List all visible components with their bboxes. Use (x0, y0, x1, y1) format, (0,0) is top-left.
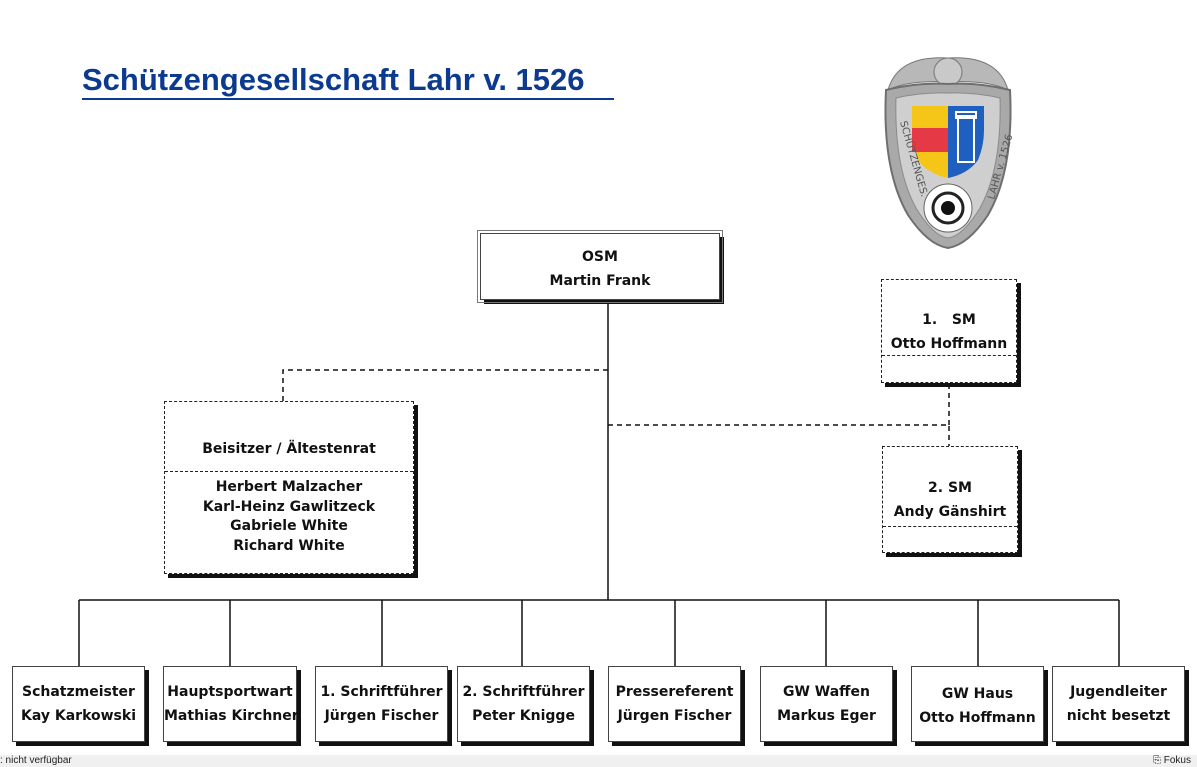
dashed-link-beisitzer (282, 369, 608, 401)
beisitzer-separator (165, 471, 413, 472)
office-box-hauptsportwart: Hauptsportwart Mathias Kirchner (163, 666, 299, 742)
office-role: GW Haus (941, 686, 1014, 702)
status-text: : nicht verfügbar (0, 755, 72, 766)
office-holder: nicht besetzt (1066, 708, 1171, 724)
sm2-role: 2. SM (928, 480, 972, 496)
page-title: Schützengesellschaft Lahr v. 1526 (82, 62, 614, 100)
beisitzer-member: Karl-Heinz Gawlitzeck (202, 498, 376, 515)
beisitzer-member: Herbert Malzacher (215, 479, 363, 495)
sm1-separator (882, 355, 1016, 356)
focus-icon: ⎘ (1152, 755, 1161, 766)
office-box-gw-haus: GW Haus Otto Hoffmann (911, 666, 1044, 742)
beisitzer-title: Beisitzer / Ältestenrat (202, 441, 376, 457)
office-role: GW Waffen (782, 684, 870, 700)
office-box-schriftfuehrer-2: 2. Schriftführer Peter Knigge (457, 666, 590, 742)
office-role: Hauptsportwart (167, 684, 293, 700)
office-box-schatzmeister: Schatzmeister Kay Karkowski (12, 666, 145, 742)
office-role: Pressereferent (615, 684, 734, 700)
office-role: Jugendleiter (1070, 684, 1167, 700)
club-emblem: SCHÜTZENGES. LAHR v. 1526 (878, 50, 1018, 250)
beisitzer-box: Beisitzer / Ältestenrat Herbert Malzache… (164, 401, 414, 574)
office-holder: Jürgen Fischer (617, 708, 732, 724)
beisitzer-member: Richard White (233, 537, 345, 554)
office-holder: Peter Knigge (472, 708, 575, 724)
status-bar: : nicht verfügbar ⎘ Fokus (0, 755, 1197, 767)
dashed-link-sm2 (608, 424, 950, 446)
sm1-box: 1. SM Otto Hoffmann (881, 279, 1017, 383)
sm1-name: Otto Hoffmann (890, 336, 1008, 352)
osm-name: Martin Frank (549, 273, 651, 289)
focus-button[interactable]: ⎘ Fokus (1153, 755, 1191, 767)
office-holder: Kay Karkowski (21, 708, 136, 724)
sm2-separator (883, 526, 1017, 527)
office-holder: Otto Hoffmann (919, 710, 1036, 726)
office-box-jugendleiter: Jugendleiter nicht besetzt (1052, 666, 1185, 742)
office-role: 2. Schriftführer (462, 684, 585, 700)
osm-box: OSM Martin Frank (477, 230, 723, 303)
sm2-name: Andy Gänshirt (893, 504, 1007, 520)
office-holder: Mathias Kirchner (164, 708, 299, 724)
office-holder: Jürgen Fischer (324, 708, 439, 724)
office-box-pressereferent: Pressereferent Jürgen Fischer (608, 666, 741, 742)
beisitzer-member: Gabriele White (230, 518, 348, 534)
office-box-gw-waffen: GW Waffen Markus Eger (760, 666, 893, 742)
focus-label: Fokus (1163, 755, 1191, 766)
office-holder: Markus Eger (777, 708, 876, 724)
sm2-box: 2. SM Andy Gänshirt (882, 446, 1018, 553)
office-role: 1. Schriftführer (320, 684, 443, 700)
office-box-schriftfuehrer-1: 1. Schriftführer Jürgen Fischer (315, 666, 448, 742)
sm1-role: 1. SM (922, 312, 976, 328)
office-role: Schatzmeister (22, 684, 135, 700)
osm-role: OSM (582, 249, 618, 265)
